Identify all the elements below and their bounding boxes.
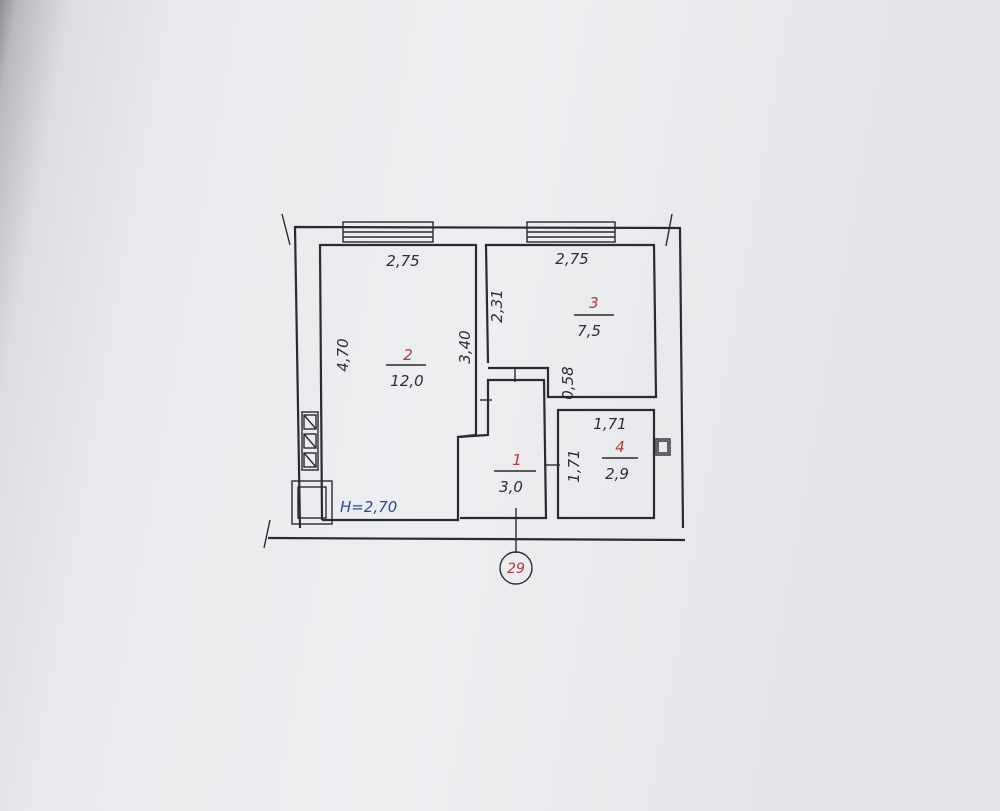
window-right	[526, 221, 616, 243]
dim-room-2-length: 4,70	[334, 338, 352, 371]
facade-line	[267, 536, 686, 542]
building-number: 29	[507, 561, 525, 577]
dim-room-2-width: 2,75	[386, 252, 419, 270]
wall-break-left	[281, 213, 291, 246]
room-1-area: 3,0	[499, 478, 523, 496]
dim-room-4-length: 1,71	[565, 449, 583, 482]
room-2-area: 12,0	[390, 372, 423, 390]
room-4-area: 2,9	[605, 465, 629, 483]
dim-room-3-width: 2,75	[555, 250, 588, 268]
room-4-number: 4	[615, 438, 625, 456]
wall-break-right	[665, 213, 673, 247]
room-4-walls	[556, 408, 656, 520]
ceiling-height-label: H=2,70	[340, 498, 397, 516]
dim-passage-width: 0,58	[559, 366, 577, 399]
room-1-number: 1	[512, 451, 522, 469]
room-3-number: 3	[589, 294, 599, 312]
room-3-walls	[484, 243, 658, 399]
room-2-number: 2	[403, 346, 413, 364]
wall-break-bottom	[263, 519, 271, 549]
window-left	[342, 221, 434, 243]
stove-icon	[291, 480, 333, 525]
vent-duct-small-icon	[655, 438, 671, 456]
dim-room-2-inner: 3,40	[456, 330, 474, 363]
building-number-circle	[499, 551, 533, 585]
dim-room-3-length: 2,31	[488, 289, 506, 322]
room-3-area: 7,5	[577, 322, 601, 340]
vent-duct-icon	[301, 411, 319, 471]
outer-wall	[293, 225, 685, 529]
dim-room-4-width: 1,71	[593, 415, 626, 433]
room-1-walls	[457, 378, 548, 520]
